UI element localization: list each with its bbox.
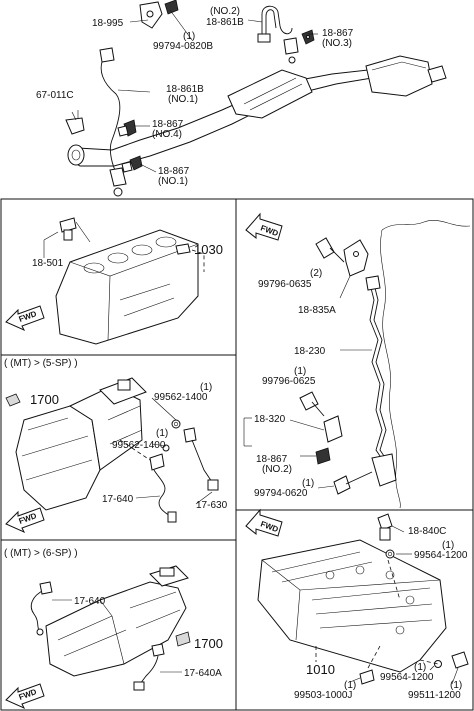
- mt5-labels: (1) 99562-1400 (1) 99562-1400 17-640 17-…: [102, 382, 228, 511]
- label-head-plug-b: 99511-1200: [408, 690, 461, 701]
- head-plugs: [315, 645, 469, 685]
- label-head-washer-qty: (1): [442, 540, 454, 551]
- label-mt5-switch: 17-640: [102, 494, 134, 505]
- label-head-ref: 1010: [306, 662, 335, 677]
- label-knock-sensor: 18-501: [32, 258, 64, 269]
- oxygen-sensor-no2: [257, 5, 299, 64]
- label-sensor-mount: 18-995: [92, 18, 124, 29]
- sensor-mount-bracket: [139, 0, 179, 29]
- exhaust-system-drawing: [67, 55, 447, 167]
- mt6-parts: [30, 581, 191, 691]
- label-bracket-no4-tag: (NO.4): [152, 129, 182, 140]
- label-engine-block-ref: 1030: [194, 242, 223, 257]
- label-sensor-no1: 18-861B: [166, 84, 204, 95]
- label-bracket-no3: 18-867: [322, 28, 354, 39]
- bolt-and-bracket-group: [243, 391, 343, 465]
- mt5-panel-header: ( (MT) > (5-SP) ): [4, 358, 78, 369]
- panel-frames: [0, 198, 474, 711]
- mt6-labels: 17-640 1700 17-640A: [74, 596, 223, 679]
- label-head-plug-b-qty: (1): [450, 680, 462, 691]
- label-clip: 67-011C: [36, 90, 74, 101]
- transmission-5sp-drawing: [15, 377, 147, 511]
- engine-block-ref: [175, 243, 205, 272]
- bracket-no3: [301, 29, 315, 45]
- label-bolt-c: 99794-0620: [254, 488, 308, 499]
- label-head-washer: 99564-1200: [414, 550, 468, 561]
- oxygen-sensor-no1: [99, 47, 127, 197]
- label-washer-mid-qty: (1): [156, 428, 168, 439]
- label-head-sensor: 18-840C: [408, 526, 446, 537]
- label-bolt-c-qty: (1): [302, 478, 314, 489]
- head-sensor: [377, 513, 412, 601]
- label-bracket-18-835a: 18-835A: [298, 305, 336, 316]
- label-head-washer-b: 99564-1200: [380, 672, 434, 683]
- mt6-leader-lines: [52, 599, 182, 673]
- label-wiring-harness: 18-230: [294, 346, 326, 357]
- mt6-panel-header: ( (MT) > (6-SP) ): [4, 548, 78, 559]
- engine-block-drawing: [55, 229, 199, 345]
- label-washer-top-qty: (1): [200, 382, 212, 393]
- label-bolt-b: 99796-0625: [262, 376, 316, 387]
- harness-labels: (2) 99796-0635 18-835A 18-230 (1) 99796-…: [254, 268, 336, 499]
- head-labels: 18-840C (1) 99564-1200 1010 (1) 99564-12…: [294, 526, 468, 701]
- mt5-parts: [5, 393, 219, 523]
- label-bolt-a: 99796-0635: [258, 279, 312, 290]
- label-bracket-no2-tag: (NO.2): [262, 464, 292, 475]
- label-bracket-no2: 18-867: [256, 454, 288, 465]
- label-mt6-trans-ref: 1700: [194, 636, 223, 651]
- label-sensor-mount-bolt-qty: (1): [183, 31, 195, 42]
- label-bracket-group: 18-320: [254, 414, 286, 425]
- label-bracket-no1: 18-867: [158, 166, 190, 177]
- mt5-leader-lines: [119, 397, 213, 505]
- bolt-99794-0620: [317, 471, 373, 495]
- label-head-plug-qty: (1): [344, 680, 356, 691]
- label-mt6-switch: 17-640: [74, 596, 106, 607]
- label-mt6-switch-b: 17-640A: [184, 668, 222, 679]
- top-leader-lines: [77, 9, 318, 173]
- label-head-washer-b-qty: (1): [414, 662, 426, 673]
- harness-clip: [65, 111, 85, 135]
- label-mt5-switch-b: 17-630: [196, 500, 228, 511]
- label-head-plug: 99503-1000J: [294, 690, 352, 701]
- cylinder-head-drawing: [257, 539, 447, 673]
- label-sensor-no1-tag: (NO.1): [168, 94, 198, 105]
- label-bolt-b-qty: (1): [294, 366, 306, 377]
- label-mt5-trans-ref: 1700: [30, 392, 59, 407]
- fwd-arrow-mt5: FWD: [5, 507, 45, 534]
- label-bracket-no3-tag: (NO.3): [322, 38, 352, 49]
- label-sensor-no2-tag: (NO.2): [210, 6, 240, 17]
- transmission-6sp-drawing: [45, 565, 189, 677]
- label-bracket-no1-tag: (NO.1): [158, 176, 188, 187]
- label-sensor-no2: 18-861B: [206, 17, 244, 28]
- label-washer-mid: 99562-1400: [112, 440, 166, 451]
- label-bolt-a-qty: (2): [310, 268, 322, 279]
- top-labels: 18-995 (1) 99794-0820B (NO.2) 18-861B 18…: [36, 6, 354, 187]
- label-washer-top: 99562-1400: [154, 392, 208, 403]
- fwd-arrow-block: FWD: [5, 305, 45, 332]
- fwd-arrow-head: FWD: [245, 508, 283, 537]
- knock-sensor: [43, 217, 91, 258]
- label-bracket-no4: 18-867: [152, 119, 184, 130]
- bracket-18-835a: [315, 237, 369, 299]
- bracket-no1: [121, 155, 143, 173]
- bracket-no4: [117, 119, 137, 137]
- fwd-arrow-harness: FWD: [245, 212, 283, 241]
- label-sensor-mount-bolt: 99794-0820B: [153, 41, 213, 52]
- fwd-arrow-mt6: FWD: [5, 683, 45, 710]
- wiring-harness: [340, 275, 397, 487]
